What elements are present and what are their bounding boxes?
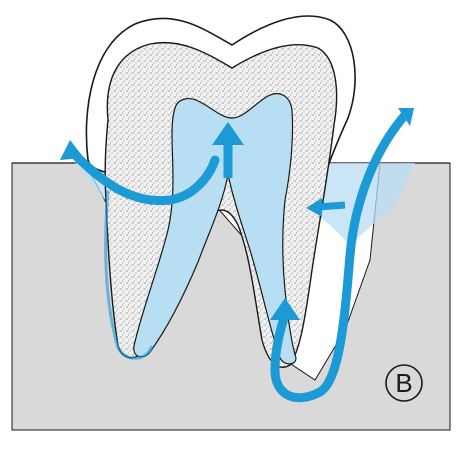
flow-arrow-left-head (60, 140, 84, 160)
panel-label: B (395, 368, 412, 398)
flow-arrow-inward (318, 205, 345, 207)
